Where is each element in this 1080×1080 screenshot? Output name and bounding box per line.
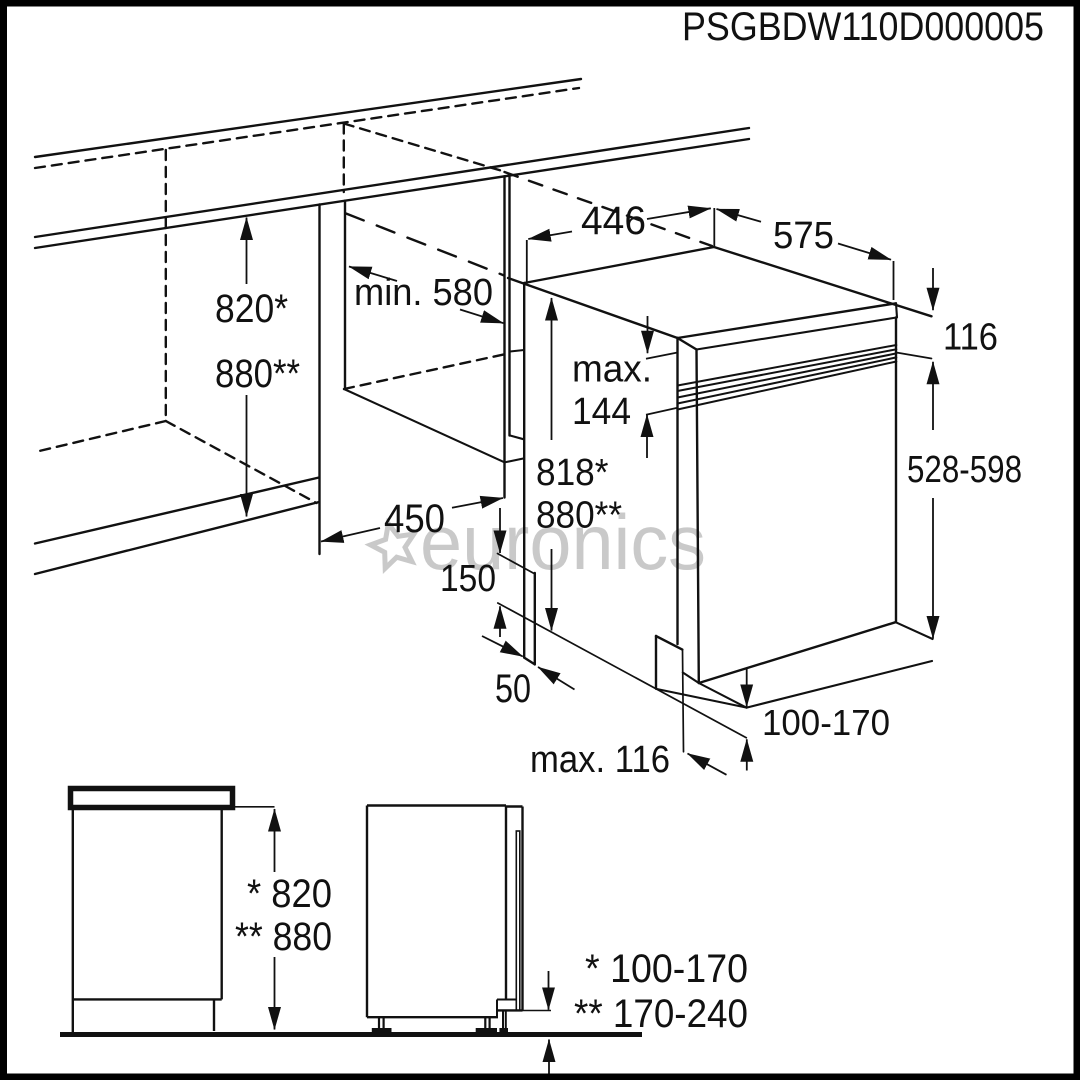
svg-text:min. 580: min. 580 bbox=[354, 272, 493, 314]
svg-text:528-598: 528-598 bbox=[907, 449, 1022, 491]
svg-text:150: 150 bbox=[440, 558, 496, 600]
svg-text:820*: 820* bbox=[215, 287, 288, 331]
svg-text:144: 144 bbox=[572, 391, 631, 433]
svg-text:880**: 880** bbox=[536, 495, 622, 537]
svg-text:575: 575 bbox=[773, 215, 834, 257]
svg-text:** 880: ** 880 bbox=[235, 915, 332, 959]
svg-text:max.: max. bbox=[572, 349, 652, 391]
svg-text:880**: 880** bbox=[215, 352, 300, 396]
svg-text:** 170-240: ** 170-240 bbox=[574, 992, 748, 1036]
svg-text:100-170: 100-170 bbox=[762, 702, 890, 743]
svg-text:PSGBDW110D000005: PSGBDW110D000005 bbox=[682, 5, 1044, 49]
svg-text:116: 116 bbox=[943, 317, 998, 359]
svg-text:euronics: euronics bbox=[420, 498, 706, 586]
svg-text:max. 116: max. 116 bbox=[530, 739, 670, 781]
svg-text:50: 50 bbox=[495, 667, 531, 711]
svg-text:450: 450 bbox=[384, 497, 445, 541]
svg-text:* 100-170: * 100-170 bbox=[585, 947, 748, 991]
svg-text:* 820: * 820 bbox=[247, 872, 332, 916]
svg-text:818*: 818* bbox=[536, 452, 609, 494]
svg-text:446: 446 bbox=[581, 199, 646, 243]
